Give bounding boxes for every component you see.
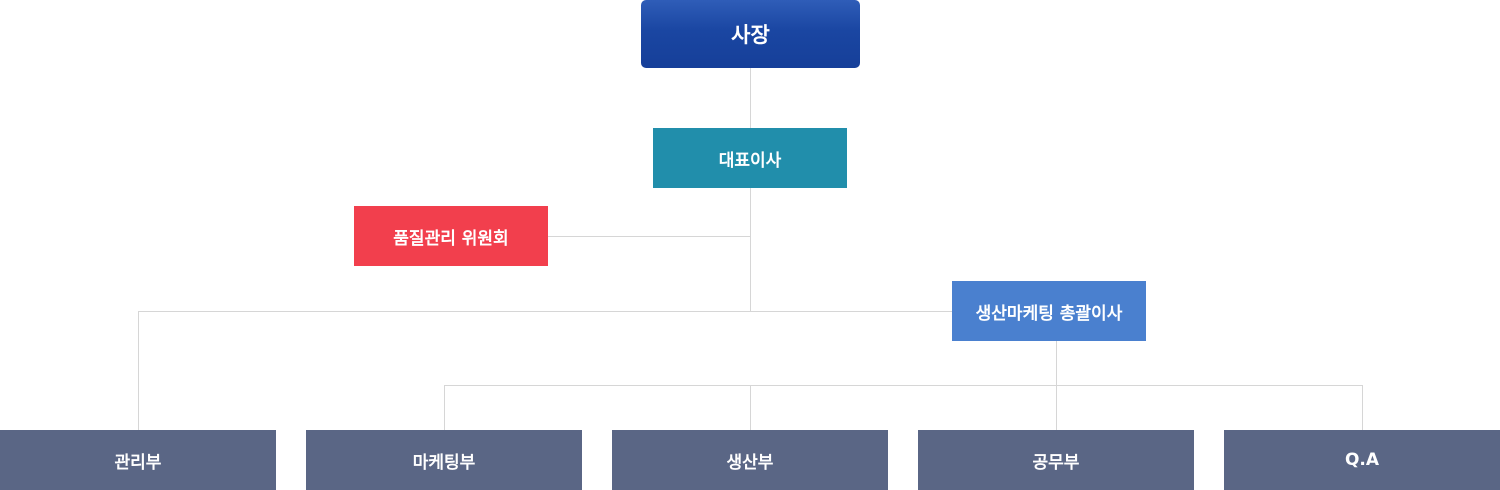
connector-to-production — [750, 385, 751, 430]
connector-qc-branch — [548, 236, 751, 237]
connector-ceo-to-rep — [750, 68, 751, 128]
connector-to-engineering — [1056, 385, 1057, 430]
general-director-box: 생산마케팅 총괄이사 — [952, 281, 1146, 341]
ceo-box: 사장 — [641, 0, 860, 68]
representative-director-box: 대표이사 — [653, 128, 847, 188]
connector-to-admin — [138, 311, 139, 430]
connector-to-marketing — [444, 385, 445, 430]
connector-gm-down — [1056, 341, 1057, 385]
department-engineering-box: 공무부 — [918, 430, 1194, 490]
connector-to-qa — [1362, 385, 1363, 430]
department-qa-box: Q.A — [1224, 430, 1500, 490]
connector-gm-horizontal — [444, 385, 1363, 386]
department-marketing-box: 마케팅부 — [306, 430, 582, 490]
department-admin-box: 관리부 — [0, 430, 276, 490]
connector-main-horizontal — [138, 311, 952, 312]
connector-rep-trunk — [750, 188, 751, 312]
quality-committee-box: 품질관리 위원회 — [354, 206, 548, 266]
department-production-box: 생산부 — [612, 430, 888, 490]
